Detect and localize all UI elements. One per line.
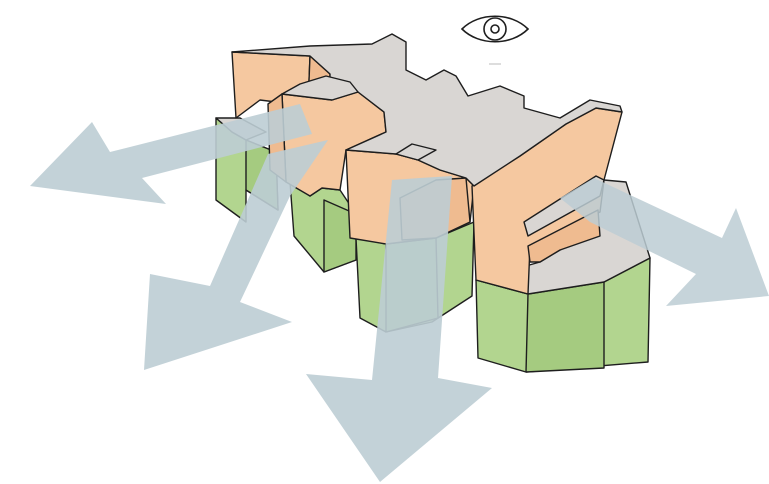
roof-plate — [231, 33, 623, 187]
eye-icon — [460, 15, 530, 65]
view-arrow-north-west — [30, 104, 312, 204]
view-arrows — [30, 104, 769, 482]
roof-surface — [231, 33, 623, 187]
view-arrow-south-west — [144, 140, 328, 370]
view-arrow-east — [560, 178, 769, 306]
view-arrow-south — [306, 176, 492, 482]
